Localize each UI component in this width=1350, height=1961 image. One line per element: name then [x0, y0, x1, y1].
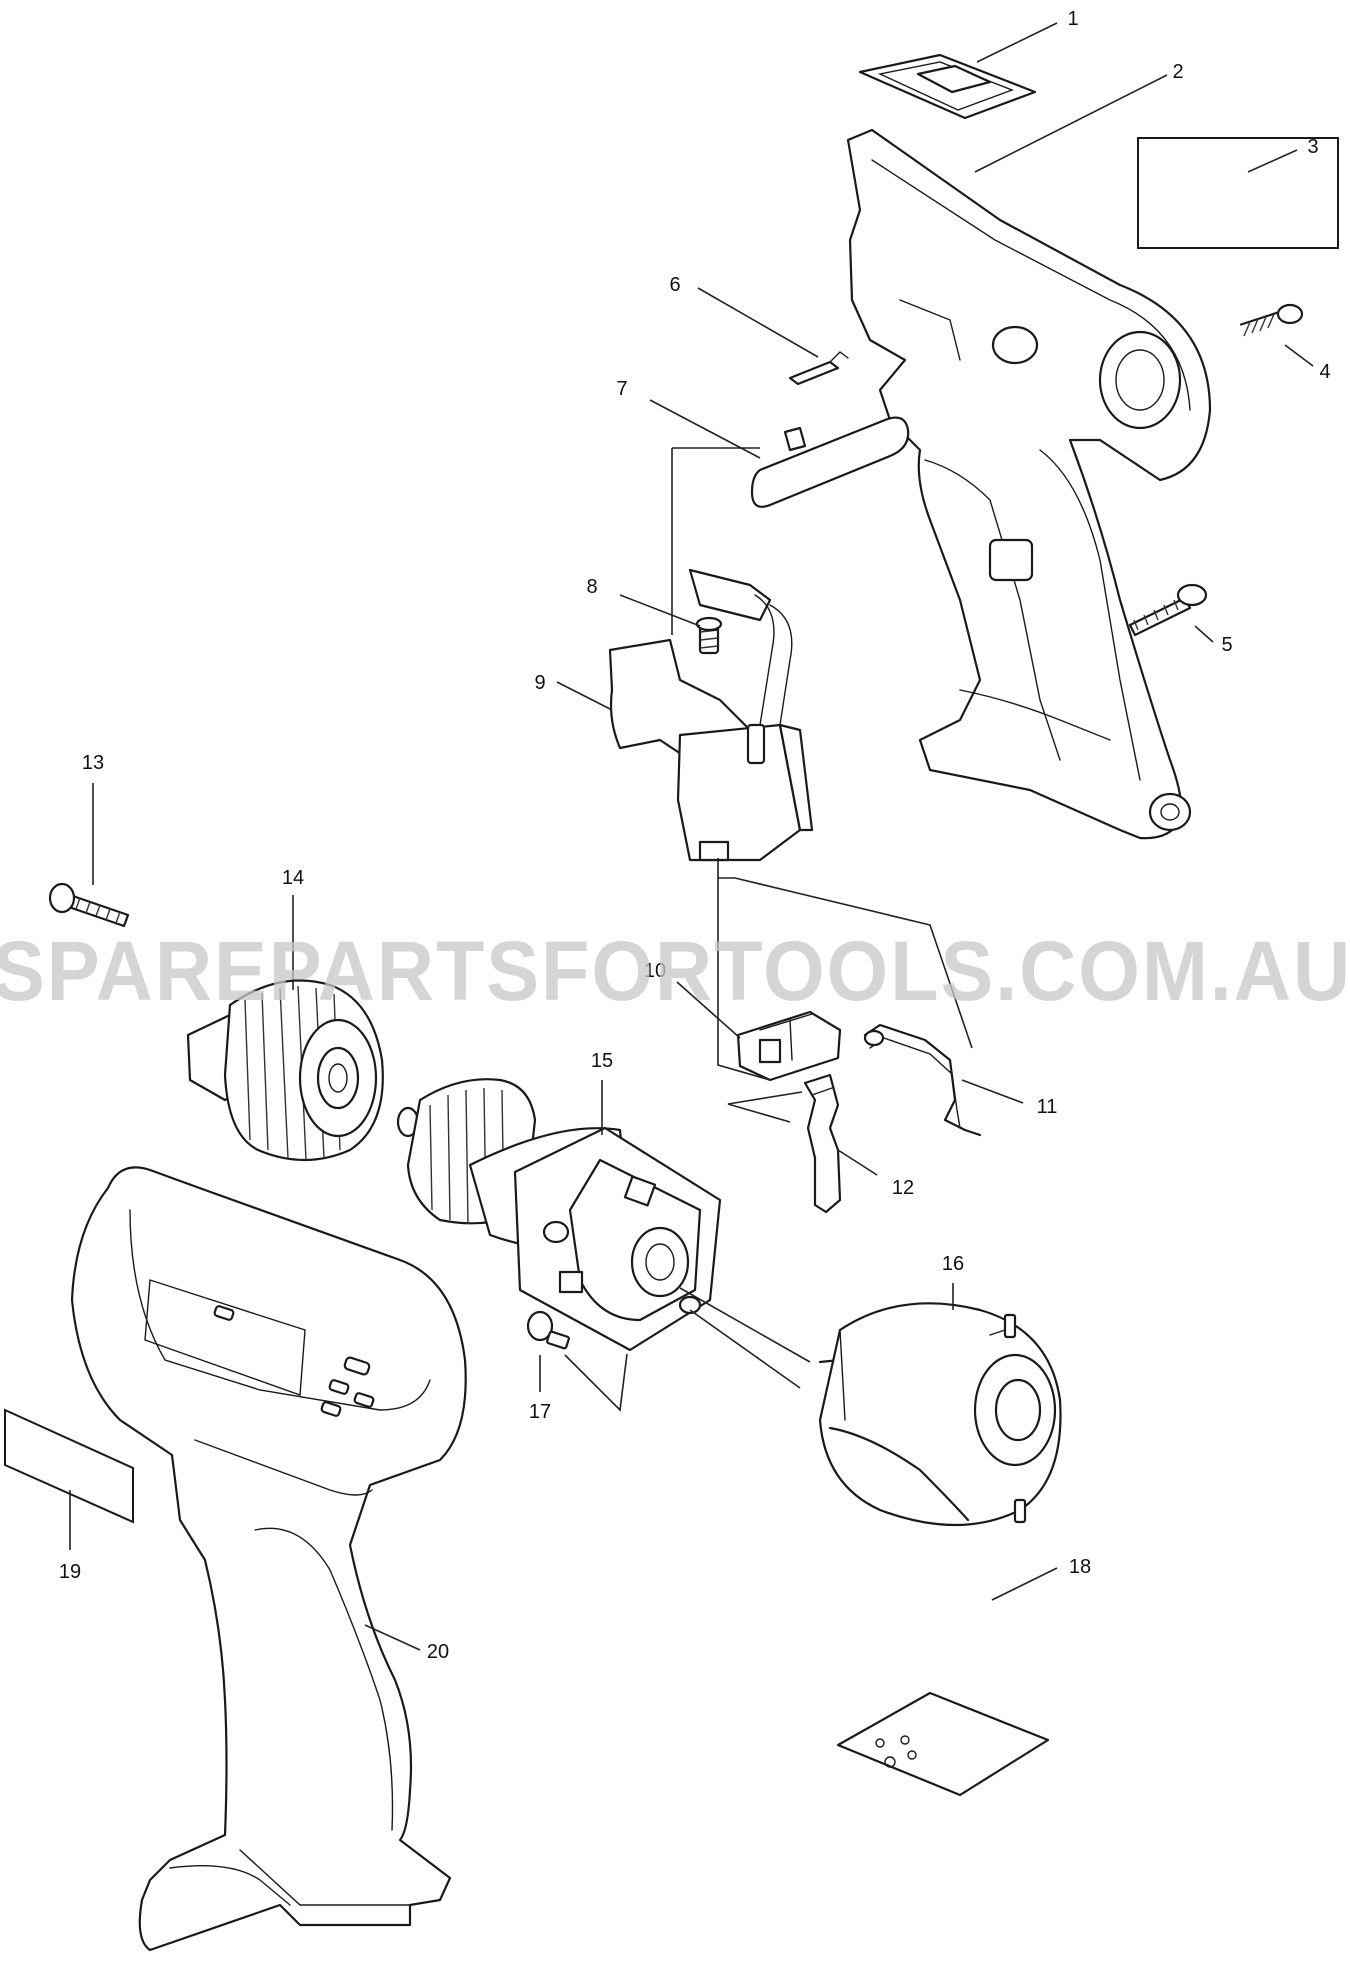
leader-lines [69, 22, 1314, 1651]
part-label-7: 7 [616, 378, 627, 400]
part-label-11: 11 [1037, 1096, 1058, 1118]
part-15-gear-assembly [396, 1078, 722, 1352]
part-labels: 1 2 3 4 5 6 7 8 9 13 14 10 11 12 15 16 1… [59, 8, 1331, 1663]
part-9-switch [608, 568, 814, 862]
part-19-label [4, 1408, 134, 1524]
part-label-5: 5 [1221, 634, 1232, 656]
part-8-screw [695, 616, 723, 655]
part-5-screw [1128, 583, 1208, 637]
part-label-6: 6 [669, 274, 680, 296]
part-2-housing-half [846, 128, 1212, 840]
part-10-brush-holder [736, 1010, 842, 1082]
part-label-18: 18 [1069, 1556, 1091, 1578]
part-1-plate [858, 53, 1037, 120]
part-label-4: 4 [1319, 361, 1330, 383]
part-14-chuck [186, 979, 384, 1162]
part-label-20: 20 [427, 1641, 449, 1663]
part-18-plate [836, 1691, 1050, 1797]
part-label-1: 1 [1067, 8, 1078, 30]
part-20-housing [70, 1166, 467, 1952]
part-label-13: 13 [82, 752, 104, 774]
part-4-screw [1239, 303, 1304, 337]
part-6-spring [788, 351, 849, 386]
part-label-3: 3 [1307, 136, 1318, 158]
part-label-19: 19 [59, 1561, 81, 1583]
part-label-8: 8 [586, 576, 597, 598]
part-label-15: 15 [591, 1050, 613, 1072]
part-13-screw [48, 882, 130, 928]
part-7-switch-lever [750, 416, 910, 508]
part-11-terminal [863, 1023, 982, 1137]
watermark-text: SPAREPARTSFORTOOLS.COM.AU [0, 924, 1350, 1018]
part-label-9: 9 [534, 672, 545, 694]
part-12-terminal [803, 1073, 842, 1214]
part-label-2: 2 [1172, 61, 1183, 83]
part-label-17: 17 [529, 1401, 551, 1423]
part-label-14: 14 [282, 867, 304, 889]
part-16-motor [818, 1302, 1062, 1527]
part-3-label [1137, 137, 1339, 249]
part-17-screw [526, 1310, 570, 1350]
part-label-10: 10 [644, 960, 666, 982]
part-label-16: 16 [942, 1253, 964, 1275]
part-label-12: 12 [892, 1177, 914, 1199]
